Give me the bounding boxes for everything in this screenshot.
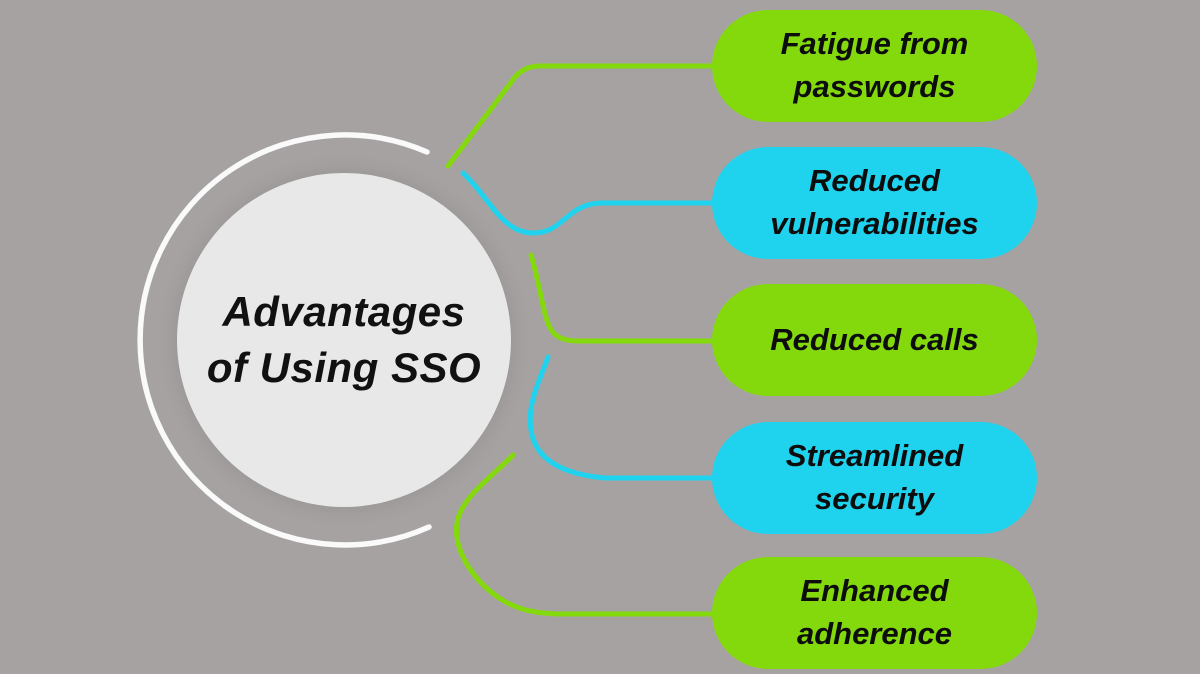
connector-streamlined-security (527, 354, 716, 481)
node-pill-streamlined-security: Streamlined security (712, 422, 1037, 534)
diagram-title-line1: Advantages (222, 288, 466, 336)
node-label: Enhanced adherence (796, 573, 953, 651)
connector-fatigue-from-passwords (445, 63, 716, 169)
node-label: Streamlined security (785, 438, 964, 516)
center-hub-circle: Advantages of Using SSO (177, 173, 511, 507)
node-label: Fatigue from passwords (780, 26, 969, 104)
diagram-title-line2: of Using SSO (206, 344, 482, 391)
node-pill-enhanced-adherence: Enhanced adherence (712, 557, 1037, 669)
connector-enhanced-adherence (453, 452, 716, 617)
diagram-title: Advantages of Using SSO (207, 284, 481, 396)
connector-reduced-vulnerabilities (460, 170, 716, 236)
node-label: Reduced vulnerabilities (770, 163, 979, 241)
connector-reduced-calls (528, 252, 716, 344)
node-pill-reduced-vulnerabilities: Reduced vulnerabilities (712, 147, 1037, 259)
hub-ring-arc (137, 132, 432, 548)
node-label: Reduced calls (770, 321, 979, 357)
node-pill-reduced-calls: Reduced calls (712, 284, 1037, 396)
node-pill-fatigue-from-passwords: Fatigue from passwords (712, 10, 1037, 122)
